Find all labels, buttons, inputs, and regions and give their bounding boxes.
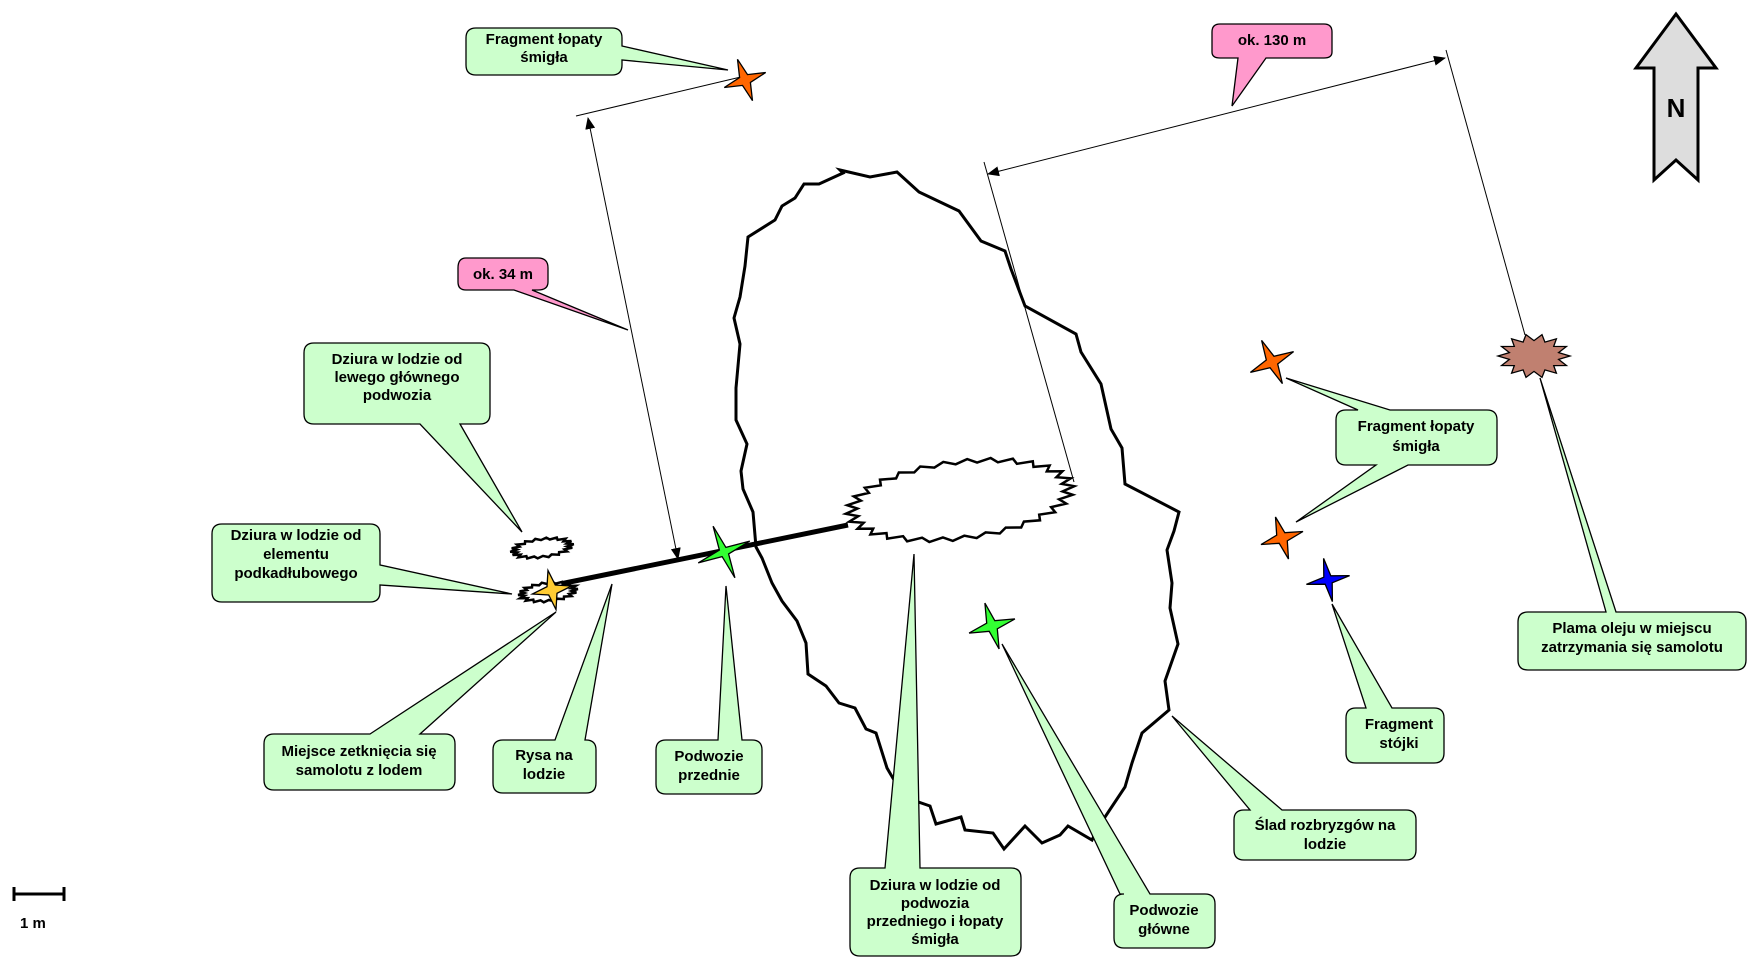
blue-star bbox=[1306, 558, 1350, 602]
label-fragment-lopaty-top-2: śmigła bbox=[520, 49, 568, 66]
dimension-extension-line bbox=[983, 161, 1075, 483]
label-slad-1: Ślad rozbryzgów na bbox=[1255, 816, 1397, 834]
oil-stain bbox=[1495, 333, 1573, 379]
callout-podwozie-glowne: Podwozie główne bbox=[1001, 643, 1216, 949]
label-podwozie-przednie-2: przednie bbox=[678, 767, 740, 784]
label-fragment-lopaty-top-1: Fragment łopaty bbox=[486, 31, 603, 48]
distance-130m-arrow bbox=[987, 55, 1446, 177]
front-gear-hole bbox=[841, 456, 1079, 544]
callout-miejsce-zetkniecia: Miejsce zetknięcia się samolotu z lodem bbox=[263, 611, 557, 791]
ice-hole-outline bbox=[732, 167, 1181, 852]
callout-fragment-stojki: Fragment stójki bbox=[1331, 603, 1445, 764]
left-gear-hole bbox=[509, 535, 575, 561]
label-dziura-przedniego-2: podwozia bbox=[901, 895, 970, 912]
callout-podwozie-przednie: Podwozie przednie bbox=[655, 585, 763, 795]
orange-star-top bbox=[723, 58, 767, 102]
label-dziura-podkadlubowego-3: podkadłubowego bbox=[234, 565, 357, 582]
green-star-front-gear bbox=[697, 525, 751, 579]
label-podwozie-przednie-1: Podwozie bbox=[674, 748, 743, 765]
label-dziura-podkadlubowego-2: elementu bbox=[263, 546, 329, 563]
callout-plama: Plama oleju w miejscu zatrzymania się sa… bbox=[1517, 377, 1747, 671]
distance-34m-callout: ok. 34 m bbox=[457, 257, 629, 331]
callout-dziura-lewego: Dziura w lodzie od lewego głównego podwo… bbox=[303, 342, 523, 533]
distance-130m-callout: ok. 130 m bbox=[1211, 23, 1333, 107]
label-dziura-lewego-2: lewego głównego bbox=[334, 369, 459, 386]
orange-star-right-lower bbox=[1260, 516, 1304, 560]
scale-bar: 1 m bbox=[12, 887, 66, 932]
label-fragment-stojki-2: stójki bbox=[1379, 735, 1418, 752]
label-dziura-lewego-3: podwozia bbox=[363, 387, 432, 404]
label-fragment-stojki-1: Fragment bbox=[1365, 716, 1433, 733]
label-slad-2: lodzie bbox=[1304, 836, 1347, 853]
label-dziura-przedniego-4: śmigła bbox=[911, 931, 959, 948]
distance-34m-arrow bbox=[585, 117, 681, 560]
callout-dziura-podkadlubowego: Dziura w lodzie od elementu podkadłubowe… bbox=[211, 523, 513, 603]
label-plama-1: Plama oleju w miejscu bbox=[1552, 620, 1711, 637]
label-plama-2: zatrzymania się samolotu bbox=[1541, 639, 1723, 656]
distance-34m-label: ok. 34 m bbox=[473, 266, 533, 283]
scale-label: 1 m bbox=[20, 915, 46, 932]
distance-130m-label: ok. 130 m bbox=[1238, 32, 1306, 49]
north-label: N bbox=[1667, 93, 1686, 123]
label-podwozie-glowne-1: Podwozie bbox=[1129, 902, 1198, 919]
callout-fragment-lopaty-top: Fragment łopaty śmigła bbox=[465, 27, 729, 76]
yellow-star-contact bbox=[529, 567, 575, 613]
orange-star-right-upper bbox=[1250, 340, 1294, 384]
label-dziura-przedniego-3: przedniego i łopaty bbox=[867, 913, 1004, 930]
callout-rysa: Rysa na lodzie bbox=[492, 583, 613, 794]
label-miejsce-zetkniecia-1: Miejsce zetknięcia się bbox=[281, 743, 436, 760]
callout-dziura-przedniego: Dziura w lodzie od podwozia przedniego i… bbox=[849, 553, 1022, 957]
north-arrow: N bbox=[1633, 11, 1719, 184]
label-podwozie-glowne-2: główne bbox=[1138, 921, 1190, 938]
callout-slad: Ślad rozbryzgów na lodzie bbox=[1171, 715, 1417, 861]
dimension-extension-line bbox=[1445, 49, 1526, 336]
skid-line bbox=[559, 522, 849, 587]
label-dziura-podkadlubowego-1: Dziura w lodzie od bbox=[231, 527, 362, 544]
label-dziura-przedniego-1: Dziura w lodzie od bbox=[870, 877, 1001, 894]
label-rysa-2: lodzie bbox=[523, 766, 566, 783]
label-fragment-lopaty-right-1: Fragment łopaty bbox=[1358, 418, 1475, 435]
dimension-extension-line bbox=[575, 75, 746, 117]
label-miejsce-zetkniecia-2: samolotu z lodem bbox=[296, 762, 423, 779]
label-dziura-lewego-1: Dziura w lodzie od bbox=[332, 351, 463, 368]
label-rysa-1: Rysa na bbox=[515, 747, 573, 764]
green-star-main-gear bbox=[968, 602, 1016, 650]
callout-fragment-lopaty-right: Fragment łopaty śmigła bbox=[1285, 377, 1498, 523]
label-fragment-lopaty-right-2: śmigła bbox=[1392, 438, 1440, 455]
